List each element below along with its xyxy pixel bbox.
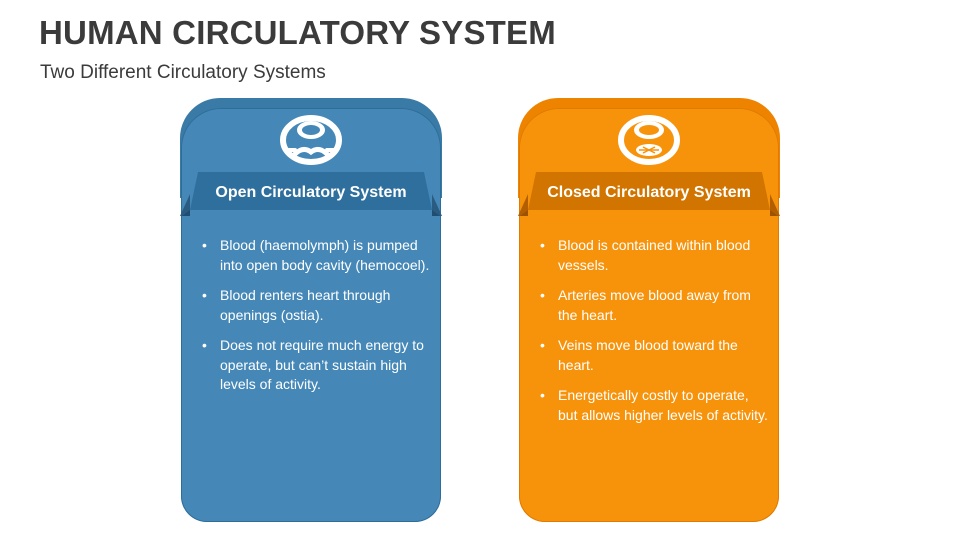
- card-heading: Closed Circulatory System: [547, 184, 751, 201]
- closed-system-card: Closed Circulatory System •Blood is cont…: [518, 98, 780, 522]
- list-item: •Arteries move blood away from the heart…: [540, 287, 751, 323]
- bullet-list: •Blood (haemolymph) is pumped into open …: [200, 236, 430, 406]
- closed-circulation-icon: [615, 110, 683, 168]
- list-item: •Blood is contained within blood vessels…: [540, 237, 751, 273]
- list-item: •Blood (haemolymph) is pumped into open …: [202, 237, 430, 273]
- bullet-list: •Blood is contained within blood vessels…: [538, 236, 768, 436]
- list-item: •Blood renters heart through openings (o…: [202, 287, 391, 323]
- card-heading-ribbon: Closed Circulatory System: [518, 172, 780, 216]
- slide-title: HUMAN CIRCULATORY SYSTEM: [39, 14, 556, 51]
- open-system-card: Open Circulatory System •Blood (haemolym…: [180, 98, 442, 522]
- list-item: •Energetically costly to operate, but al…: [540, 387, 768, 423]
- card-heading-ribbon: Open Circulatory System: [180, 172, 442, 216]
- list-item: •Veins move blood toward the heart.: [540, 337, 738, 373]
- slide-subtitle: Two Different Circulatory Systems: [40, 62, 326, 83]
- list-item: •Does not require much energy to operate…: [202, 337, 424, 392]
- open-circulation-icon: [277, 110, 345, 168]
- card-heading: Open Circulatory System: [215, 184, 407, 201]
